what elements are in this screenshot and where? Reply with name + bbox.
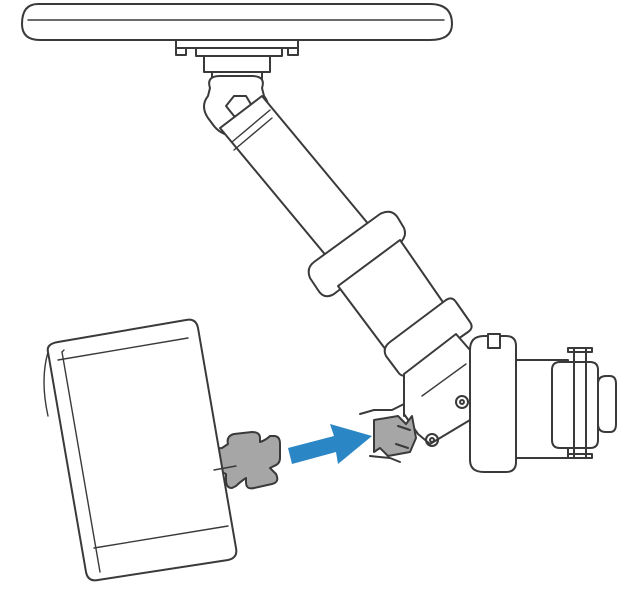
top-rail [21,3,453,41]
upper-arm [219,95,371,259]
arm-collar-lower [383,297,473,377]
right-clamp [469,333,617,473]
joint-adapter [359,403,417,463]
device-body [43,318,238,582]
arrow-right-icon [288,424,372,464]
